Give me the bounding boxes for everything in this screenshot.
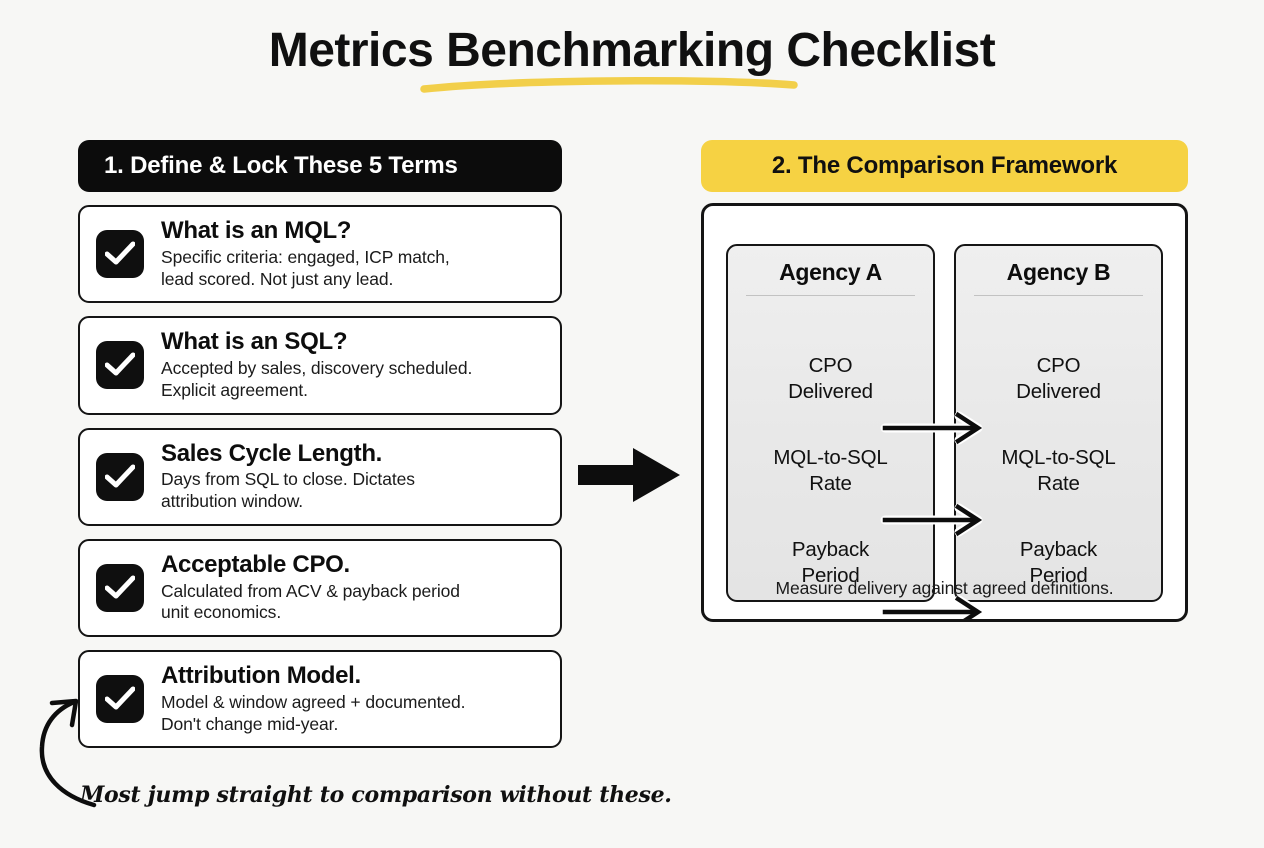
agency-b-metric: CPO Delivered [1016, 354, 1101, 403]
footnote-text: Most jump straight to comparison without… [80, 782, 672, 808]
section-header-definitions: 1. Define & Lock These 5 Terms [78, 140, 562, 192]
checklist-item-text: Acceptable CPO. Calculated from ACV & pa… [161, 550, 546, 624]
framework-caption: Measure delivery against agreed definiti… [775, 578, 1114, 598]
checkbox-checked[interactable] [96, 230, 144, 279]
page-title: Metrics Benchmarking Checklist [268, 24, 996, 77]
checklist-item-text: Attribution Model. Model & window agreed… [161, 662, 546, 735]
check-icon [105, 241, 135, 265]
checklist-item-text: What is an MQL? Specific criteria: engag… [161, 217, 546, 290]
agency-panels-row: Agency A CPO Delivered MQL-to-SQL Rate P… [726, 244, 1163, 602]
section-header-comparison-label: 2. The Comparison Framework [771, 152, 1118, 179]
page-title-container: Metrics Benchmarking Checklist [0, 22, 1264, 80]
agency-panel-a[interactable]: Agency A CPO Delivered MQL-to-SQL Rate P… [726, 244, 935, 602]
checklist-item-desc: Calculated from ACV & payback period uni… [161, 580, 460, 623]
right-arrow-icon [578, 448, 680, 502]
checklist-item[interactable]: Acceptable CPO. Calculated from ACV & pa… [78, 538, 562, 637]
curved-arrow-icon [39, 698, 97, 808]
agency-b-title: Agency B [1006, 259, 1111, 285]
agency-a-metric: Payback Period [791, 538, 870, 587]
checkbox-checked[interactable] [96, 675, 144, 724]
checkbox-checked[interactable] [96, 452, 144, 501]
check-icon [105, 464, 135, 488]
agency-b-metric: MQL-to-SQL Rate [1001, 446, 1116, 495]
checklist-item-desc: Specific criteria: engaged, ICP match, l… [161, 246, 450, 289]
checklist-item-title: Acceptable CPO. [161, 550, 350, 578]
checklist-item[interactable]: Attribution Model. Model & window agreed… [78, 650, 562, 749]
checklist-item[interactable]: What is an SQL? Accepted by sales, disco… [78, 316, 562, 415]
checklist-item[interactable]: Sales Cycle Length. Days from SQL to clo… [78, 427, 562, 526]
checklist-item-title: What is an MQL? [161, 217, 352, 244]
check-icon [105, 575, 135, 599]
agency-a-divider [746, 295, 915, 296]
comparison-column: 2. The Comparison Framework Agency A CPO… [701, 140, 1188, 622]
agency-a-metric: MQL-to-SQL Rate [773, 446, 888, 495]
checklist-item-title: Attribution Model. [161, 662, 361, 689]
checklist-item-title: Sales Cycle Length. [161, 439, 383, 467]
agency-b-metric: Payback Period [1019, 538, 1098, 587]
checkbox-checked[interactable] [96, 563, 144, 612]
check-icon [105, 352, 135, 376]
agency-a-metric: CPO Delivered [788, 354, 873, 403]
checklist-item-text: What is an SQL? Accepted by sales, disco… [161, 328, 546, 401]
agency-a-title: Agency A [779, 259, 882, 285]
comparison-framework-box: Agency A CPO Delivered MQL-to-SQL Rate P… [701, 203, 1188, 622]
checklist-item-desc: Accepted by sales, discovery scheduled. … [161, 358, 473, 400]
checklist-item-title: What is an SQL? [161, 328, 348, 356]
checklist-item-text: Sales Cycle Length. Days from SQL to clo… [161, 439, 546, 513]
agency-b-divider [974, 295, 1143, 296]
checklist-item-desc: Model & window agreed + documented. Don'… [161, 691, 466, 734]
checklist-item-desc: Days from SQL to close. Dictates attribu… [161, 469, 415, 512]
check-icon [105, 686, 135, 710]
section-header-comparison: 2. The Comparison Framework [701, 140, 1188, 192]
checklist-item[interactable]: What is an MQL? Specific criteria: engag… [78, 205, 562, 304]
agency-panel-b[interactable]: Agency B CPO Delivered MQL-to-SQL Rate P… [954, 244, 1163, 602]
definitions-column: 1. Define & Lock These 5 Terms What is a… [78, 140, 562, 749]
checkbox-checked[interactable] [96, 341, 144, 390]
section-header-definitions-label: 1. Define & Lock These 5 Terms [104, 152, 458, 179]
